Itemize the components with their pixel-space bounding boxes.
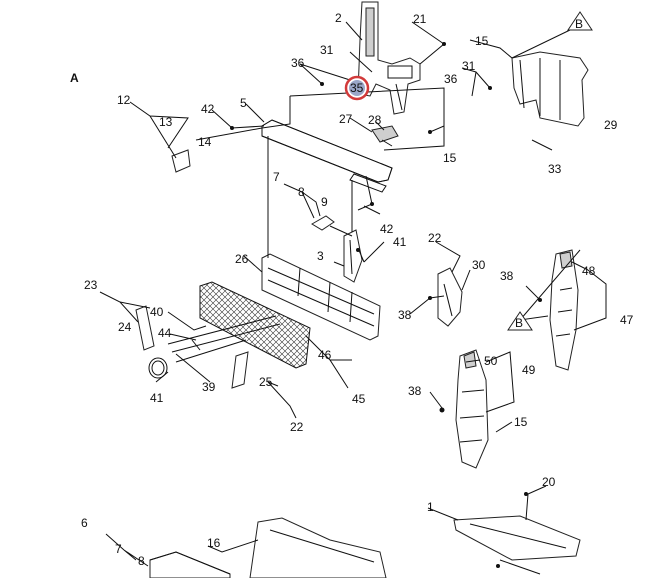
callout-label: 31 (462, 59, 476, 73)
callout-labels: 2 21 15 31 36 31 36 35 12 13 14 42 5 27 … (81, 11, 634, 568)
callout-label: 26 (235, 252, 249, 266)
callout-label: 7 (273, 170, 280, 184)
view-marker-lower-label: B (515, 316, 523, 330)
callout-label: 8 (298, 185, 305, 199)
callout-label: 47 (620, 313, 634, 327)
callout-label: 39 (202, 380, 216, 394)
fastener-dots (230, 42, 542, 568)
callout-label: 29 (604, 118, 618, 132)
upper-support-bracket (357, 1, 421, 115)
callout-label: 9 (321, 195, 328, 209)
callout-label: 50 (484, 354, 498, 368)
pad-11 (311, 215, 335, 231)
lower-assembly-16 (249, 517, 387, 578)
callout-label: 38 (500, 269, 514, 283)
callout-label: 22 (290, 420, 304, 434)
grille-45 (199, 281, 311, 369)
view-marker-upper: B (567, 11, 593, 31)
callout-label: 7 (115, 542, 122, 556)
callout-label: 46 (318, 348, 332, 362)
hood-latch-support (511, 51, 589, 151)
callout-label: 8 (138, 554, 145, 568)
callout-label: 30 (472, 258, 486, 272)
trim-25 (135, 305, 155, 351)
emblem-ring-41 (148, 357, 168, 379)
callout-label: 15 (514, 415, 528, 429)
callout-label: 31 (320, 43, 334, 57)
callout-label: 41 (393, 235, 407, 249)
callout-label: 15 (443, 151, 457, 165)
side-bracket-47 (549, 249, 579, 371)
lower-bar-39 (167, 315, 281, 363)
corner-label: A (70, 71, 79, 85)
view-marker-lower: B (507, 311, 533, 331)
callout-label: 48 (582, 264, 596, 278)
callout-label: 40 (150, 305, 164, 319)
callout-label: 49 (522, 363, 536, 377)
callout-label: 1 (427, 500, 434, 514)
callout-label: 38 (408, 384, 422, 398)
callout-label: 33 (548, 162, 562, 176)
callout-label: 3 (317, 249, 324, 263)
callout-label: 44 (158, 326, 172, 340)
grille-26 (261, 253, 381, 341)
bracket-3 (343, 229, 363, 283)
callout-label: 2 (335, 11, 342, 25)
callout-label: 42 (380, 222, 394, 236)
callout-label: 35 (350, 81, 364, 95)
callout-label: 6 (81, 516, 88, 530)
callout-label: 42 (201, 102, 215, 116)
callout-label: 28 (368, 113, 382, 127)
callout-label: 13 (159, 115, 173, 129)
callout-label: 25 (259, 375, 273, 389)
callout-label: 16 (207, 536, 221, 550)
callout-label: 20 (542, 475, 556, 489)
trim-23 (231, 351, 249, 389)
callout-label: 45 (352, 392, 366, 406)
callout-label: 23 (84, 278, 98, 292)
callout-label: 36 (444, 72, 458, 86)
callout-label: 21 (413, 12, 427, 26)
callout-label: 22 (428, 231, 442, 245)
pad-14 (171, 149, 191, 173)
bracket-30 (437, 267, 463, 327)
callout-label: 15 (475, 34, 489, 48)
callout-label: 41 (150, 391, 164, 405)
upper-grille-bar (261, 119, 393, 193)
highlight-marker (344, 75, 370, 101)
callout-label: 36 (291, 56, 305, 70)
callout-label: 38 (398, 308, 412, 322)
callout-label: 14 (198, 135, 212, 149)
bracket-27-28 (371, 125, 399, 147)
callout-label: 5 (240, 96, 247, 110)
lower-assembly-8 (149, 551, 231, 578)
callout-label: 24 (118, 320, 132, 334)
callout-label: 27 (339, 112, 353, 126)
callout-label: 12 (117, 93, 131, 107)
lower-tray-1 (453, 515, 581, 575)
view-marker-upper-label: B (575, 17, 583, 31)
